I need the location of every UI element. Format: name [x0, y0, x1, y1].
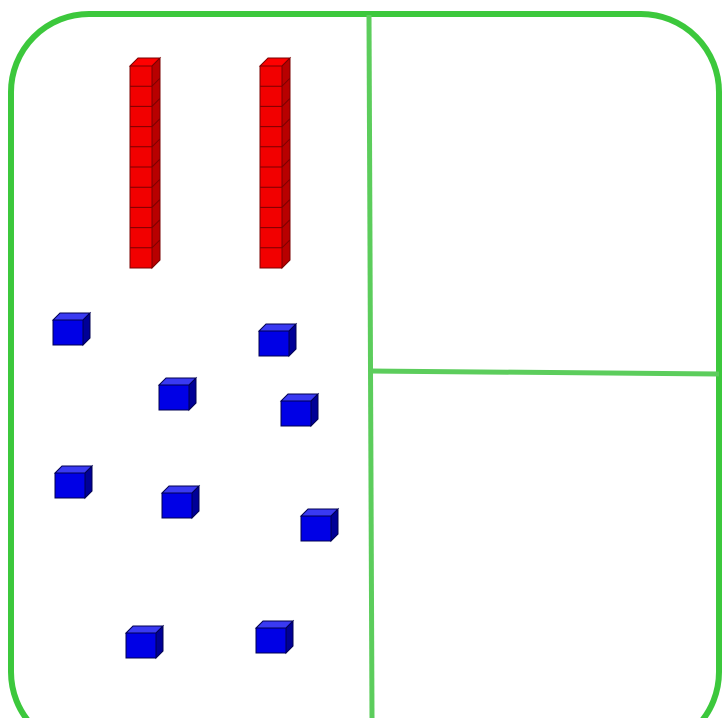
unit-cube-front-face	[55, 473, 85, 498]
unit-cube-front-face	[256, 628, 286, 653]
ten-rod-icon	[260, 58, 290, 268]
unit-cube-icon	[126, 626, 163, 658]
unit-cube-front-face	[53, 320, 83, 345]
vertical-divider	[369, 15, 372, 718]
unit-cube-icon	[301, 509, 338, 541]
unit-cube-icon	[159, 378, 196, 410]
unit-cubes-group	[53, 313, 338, 658]
unit-cube-front-face	[126, 633, 156, 658]
unit-cube-icon	[53, 313, 90, 345]
unit-cube-icon	[256, 621, 293, 653]
ten-rods-group	[130, 58, 290, 268]
unit-cube-front-face	[159, 385, 189, 410]
unit-cube-front-face	[259, 331, 289, 356]
mat-frame-group	[11, 14, 719, 718]
unit-cube-icon	[281, 394, 318, 426]
unit-cube-front-face	[281, 401, 311, 426]
unit-cube-icon	[55, 466, 92, 498]
unit-cube-front-face	[162, 493, 192, 518]
ten-rod-icon	[130, 58, 160, 268]
unit-cube-icon	[162, 486, 199, 518]
unit-cube-icon	[259, 324, 296, 356]
unit-cube-front-face	[301, 516, 331, 541]
mat-border	[11, 14, 719, 718]
horizontal-divider	[371, 371, 719, 374]
